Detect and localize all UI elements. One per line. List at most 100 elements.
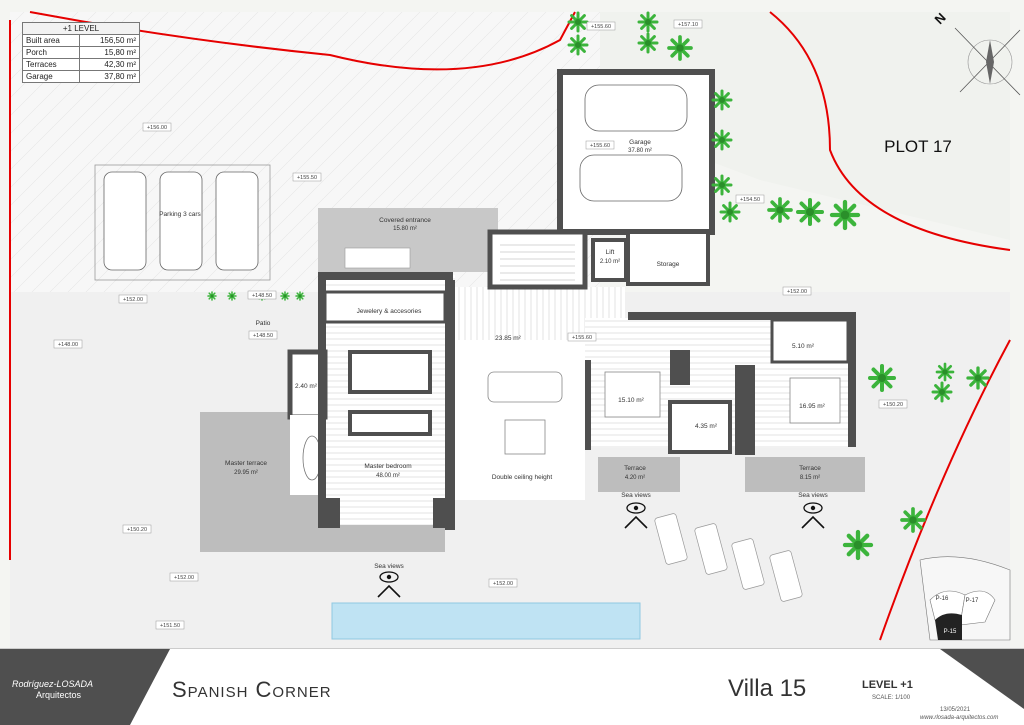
patio-label: Patio xyxy=(256,320,271,327)
terrace-2-label: Terrace xyxy=(799,465,821,472)
row-label: Terraces xyxy=(22,58,80,71)
level-marker: +151.50 xyxy=(155,620,185,630)
garage-label: Garage xyxy=(629,139,651,146)
hall-area: 23.85 m² xyxy=(495,335,521,342)
plant-icon xyxy=(868,364,896,392)
master-bedroom-label: Master bedroom xyxy=(364,463,411,470)
covered-entrance-label: Covered entrance xyxy=(379,217,431,224)
level-value: +148.00 xyxy=(58,342,78,348)
plant-icon xyxy=(567,34,589,56)
level-value: +155.60 xyxy=(590,143,610,149)
plant-icon xyxy=(900,507,926,533)
terrace-1 xyxy=(598,457,680,492)
master-terrace-area: 29.95 m² xyxy=(234,470,258,476)
level-value: +152.00 xyxy=(787,289,807,295)
storage-label: Storage xyxy=(657,261,680,268)
covered-entrance: Covered entrance 15.80 m² xyxy=(318,208,498,272)
double-ceiling-label: Double ceiling height xyxy=(492,474,553,481)
scale-label: SCALE: 1/100 xyxy=(872,695,911,701)
project-name: Spanish Corner xyxy=(172,677,332,702)
sea-views-label-1: Sea views xyxy=(374,563,404,570)
row-value: 42,30 m² xyxy=(78,58,141,71)
eye-icon xyxy=(801,502,825,529)
area-table-title: +1 LEVEL xyxy=(22,22,140,35)
level-value: +155.60 xyxy=(572,335,592,341)
level-marker: +154.50 xyxy=(735,194,765,204)
plant-icon xyxy=(711,174,733,196)
studio-name: Rodríguez-LOSADA xyxy=(12,679,94,689)
plant-icon xyxy=(931,381,953,403)
level-value: +152.00 xyxy=(493,581,513,587)
sea-views-2: Sea views xyxy=(621,492,652,529)
bedroom-2-area: 16.95 m² xyxy=(799,403,825,410)
level-marker: +155.60 xyxy=(567,332,597,342)
level-marker: +148.50 xyxy=(247,290,277,300)
level-marker: +152.00 xyxy=(782,286,812,296)
plant-icon xyxy=(767,197,793,223)
level-value: +152.00 xyxy=(174,575,194,581)
parking-label: Parking 3 cars xyxy=(159,211,201,218)
plant-icon xyxy=(966,366,990,390)
date-label: 13/05/2021 xyxy=(940,707,971,713)
row-value: 15,80 m² xyxy=(78,46,141,59)
jewelery-label: Jewelery & accesories xyxy=(357,308,422,315)
plant-icon xyxy=(935,362,955,382)
level-marker: +152.00 xyxy=(118,294,148,304)
plot-p15: P-15 xyxy=(944,629,957,635)
plot-boundary-east xyxy=(769,11,1011,251)
plant-icon xyxy=(667,35,693,61)
level-marker: +152.00 xyxy=(488,578,518,588)
level-value: +148.50 xyxy=(252,293,272,299)
level-marker: +155.60 xyxy=(585,140,615,150)
lift-area: 2.10 m² xyxy=(600,259,620,265)
site-key-map: P-16 P-17 P-15 xyxy=(919,556,1011,641)
row-value: 156,50 m² xyxy=(78,34,141,47)
master-terrace-label: Master terrace xyxy=(225,460,267,467)
plant-icon xyxy=(295,291,305,301)
plant-icon xyxy=(567,11,589,33)
sun-loungers xyxy=(654,513,803,602)
studio-subtitle: Arquitectos xyxy=(36,690,82,700)
terrace-2 xyxy=(745,457,865,492)
level-markers: +155.60+157.10+156.00+155.50+155.60+154.… xyxy=(53,19,908,630)
level-marker: +152.00 xyxy=(169,572,199,582)
title-block: Rodríguez-LOSADA Arquitectos Spanish Cor… xyxy=(0,648,1024,725)
floor-plan: Parking 3 cars Garage 37.80 m² Covered e… xyxy=(0,0,1024,648)
sea-views-label-2: Sea views xyxy=(621,492,651,499)
plant-icon xyxy=(711,129,733,151)
master-bedroom-area: 48.00 m² xyxy=(376,473,400,479)
row-label: Garage xyxy=(22,70,80,83)
plant-icon xyxy=(637,32,659,54)
website-label: www.rlosada-arquitectos.com xyxy=(920,715,999,721)
sea-views-label-3: Sea views xyxy=(798,492,828,499)
right-corner-band xyxy=(940,649,1024,709)
row-label: Built area xyxy=(22,34,80,47)
bath-2-area: 5.10 m² xyxy=(792,343,815,350)
lift-label: Lift xyxy=(606,249,615,256)
covered-entrance-area: 15.80 m² xyxy=(393,226,417,232)
logo-band-edge xyxy=(130,649,170,725)
garage-area: 37.80 m² xyxy=(628,148,652,154)
garden-plants xyxy=(207,11,990,561)
plant-icon xyxy=(719,201,741,223)
sea-views-3: Sea views xyxy=(798,492,829,529)
bath-1-area: 4.35 m² xyxy=(695,423,718,430)
parking-area: Parking 3 cars xyxy=(94,164,271,281)
level-marker: +148.00 xyxy=(53,339,83,349)
villa-name: Villa 15 xyxy=(728,675,807,702)
plant-icon xyxy=(796,198,824,226)
eye-icon xyxy=(624,502,648,529)
swimming-pool xyxy=(331,602,641,640)
sea-views-1: Sea views xyxy=(374,563,405,598)
level-value: +155.60 xyxy=(591,24,611,30)
plant-icon xyxy=(842,529,874,561)
level-marker: +155.50 xyxy=(292,172,322,182)
level-marker: +155.60 xyxy=(586,21,616,31)
level-value: +157.10 xyxy=(678,22,698,28)
level-value: +152.00 xyxy=(123,297,143,303)
plot-p16: P-16 xyxy=(936,596,949,602)
terrace-2-area: 8.15 m² xyxy=(800,475,820,481)
